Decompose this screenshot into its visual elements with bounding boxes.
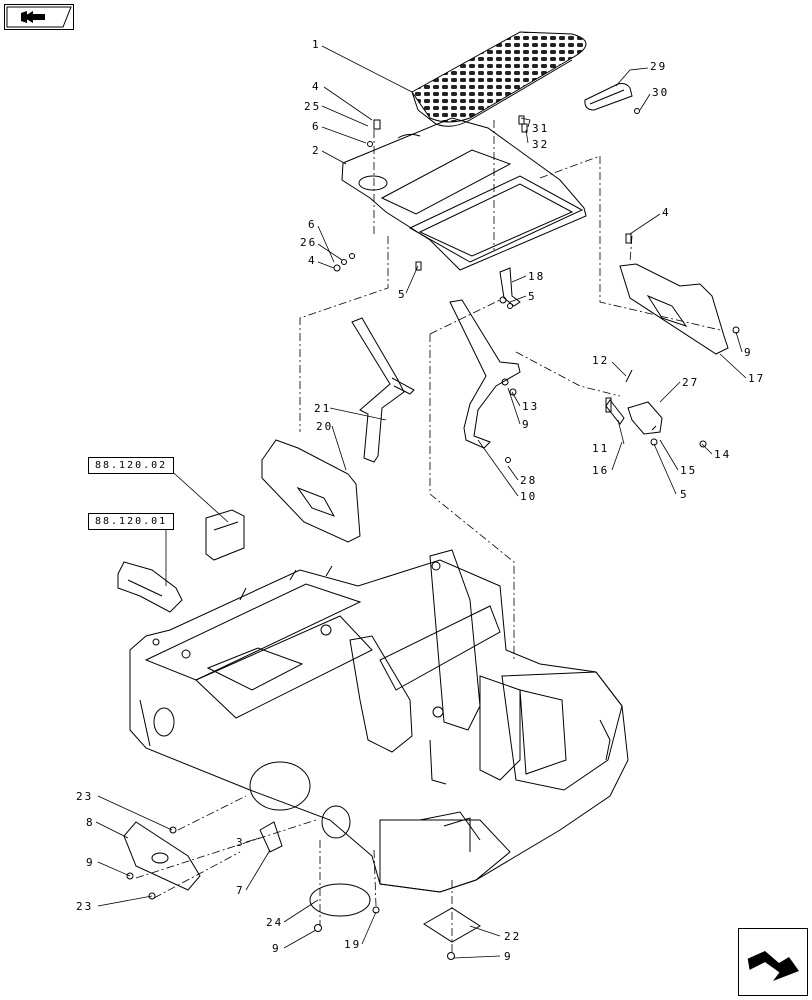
small-bracket-part — [499, 267, 521, 307]
callout-2: 2 — [312, 144, 321, 157]
callout-6: 6 — [308, 218, 317, 231]
callout-11: 11 — [592, 442, 609, 455]
callout-23: 23 — [76, 790, 93, 803]
callout-28: 28 — [520, 474, 537, 487]
support-bracket-left-part — [351, 317, 415, 463]
page-back-button[interactable] — [4, 4, 74, 30]
subassembly-88-120-02 — [205, 509, 245, 561]
latch-assembly-part — [605, 399, 663, 435]
callout-32: 32 — [532, 138, 549, 151]
callout-19: 19 — [344, 938, 361, 951]
page-forward-button[interactable] — [738, 928, 808, 996]
callout-13: 13 — [522, 400, 539, 413]
callout-9: 9 — [272, 942, 281, 955]
perforated-cover-part — [411, 31, 587, 127]
callout-29: 29 — [650, 60, 667, 73]
callout-6: 6 — [312, 120, 321, 133]
reference-88-120-02[interactable]: 88.120.02 — [88, 457, 175, 474]
leader-lines — [95, 45, 747, 959]
callout-4: 4 — [308, 254, 317, 267]
callout-10: 10 — [520, 490, 537, 503]
callout-5: 5 — [680, 488, 689, 501]
callout-25: 25 — [304, 100, 321, 113]
callout-4: 4 — [312, 80, 321, 93]
side-panel-part — [619, 263, 729, 355]
callout-7: 7 — [236, 884, 245, 897]
page-back-arrow-icon — [6, 6, 72, 28]
square-plate-22 — [423, 907, 481, 943]
callout-1: 1 — [312, 38, 321, 51]
subassembly-88-120-01 — [117, 561, 183, 613]
support-bracket-right-part — [449, 299, 521, 449]
callout-21: 21 — [314, 402, 331, 415]
reference-88-120-01[interactable]: 88.120.01 — [88, 513, 175, 530]
curved-panel-part — [261, 439, 361, 543]
callout-12: 12 — [592, 354, 609, 367]
handle-part — [584, 83, 633, 111]
callout-15: 15 — [680, 464, 697, 477]
pad-part — [259, 821, 283, 853]
chassis-frame — [129, 549, 629, 893]
callout-9: 9 — [744, 346, 753, 359]
callout-27: 27 — [682, 376, 699, 389]
callout-23: 23 — [76, 900, 93, 913]
callout-3: 3 — [236, 836, 245, 849]
plate-part — [341, 117, 587, 271]
callout-5: 5 — [398, 288, 407, 301]
bottom-fasteners — [126, 826, 455, 960]
access-cover-plate-8 — [123, 821, 201, 891]
callout-20: 20 — [316, 420, 333, 433]
callout-16: 16 — [592, 464, 609, 477]
round-cover-plate-24 — [309, 883, 371, 917]
callout-22: 22 — [504, 930, 521, 943]
page-forward-arrow-icon — [746, 951, 799, 981]
callout-31: 31 — [532, 122, 549, 135]
callout-9: 9 — [86, 856, 95, 869]
callout-18: 18 — [528, 270, 545, 283]
assembly-lines — [135, 120, 721, 952]
callout-24: 24 — [266, 916, 283, 929]
callout-5: 5 — [528, 290, 537, 303]
callout-4: 4 — [662, 206, 671, 219]
callout-9: 9 — [522, 418, 531, 431]
callout-9: 9 — [504, 950, 513, 963]
callout-labels: 1 4 25 6 2 29 30 31 32 6 26 4 4 5 18 5 1… — [76, 38, 765, 963]
callout-8: 8 — [86, 816, 95, 829]
callout-30: 30 — [652, 86, 669, 99]
callout-14: 14 — [714, 448, 731, 461]
callout-26: 26 — [300, 236, 317, 249]
callout-17: 17 — [748, 372, 765, 385]
